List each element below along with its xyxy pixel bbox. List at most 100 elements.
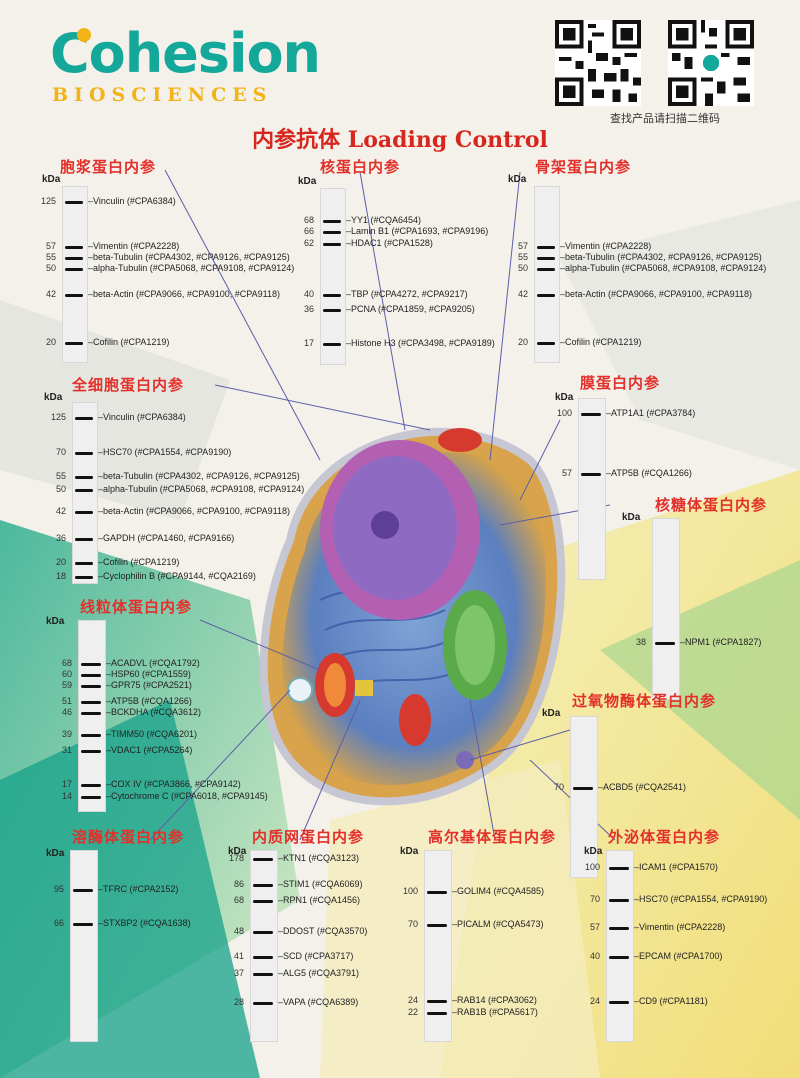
band-label: –PCNA (#CPA1859, #CPA9205) [346,304,475,314]
band-label: –NPM1 (#CPA1827) [680,637,762,647]
blot-strip [424,850,452,1042]
band-label: –HSC70 (#CPA1554, #CPA9190) [98,447,232,457]
molecular-weight: 40 [303,289,314,299]
blot-band [65,268,83,271]
blot-band [253,956,273,959]
blot-band [253,884,273,887]
blot-strip [652,518,680,700]
kda-label: kDa [555,392,574,403]
blot-band [609,956,629,959]
band-label: –Cofilin (#CPA1219) [98,557,180,567]
band-label: –Cyclophilin B (#CPA9144, #CQA2169) [98,571,256,581]
molecular-weight: 60 [61,669,72,679]
blot-band [73,889,93,892]
molecular-weight: 50 [45,263,56,273]
blot-band [81,701,101,704]
molecular-weight: 55 [517,252,528,262]
molecular-weight: 17 [303,338,314,348]
molecular-weight: 41 [233,951,244,961]
blot-band [609,1001,629,1004]
band-label: –STXBP2 (#CQA1638) [98,918,191,928]
blot-band [253,1002,273,1005]
molecular-weight: 31 [61,745,72,755]
molecular-weight: 125 [40,196,56,206]
panel-title: 外泌体蛋白内参 [608,828,721,846]
qr-code-icon[interactable] [555,20,641,106]
blot-band [81,712,101,715]
brand-tagline: BIOSCIENCES [52,84,273,106]
band-label: –DDOST (#CQA3570) [278,926,368,936]
kda-label: kDa [228,846,247,857]
blot-band [75,489,93,492]
molecular-weight: 70 [407,919,418,929]
molecular-weight: 28 [233,997,244,1007]
blot-band [65,294,83,297]
band-label: –PICALM (#CQA5473) [452,919,544,929]
blot-band [253,900,273,903]
molecular-weight: 66 [303,226,314,236]
qr-code-icon[interactable] [668,20,754,106]
band-label: –SCD (#CPA3717) [278,951,354,961]
blot-strip [606,850,634,1042]
molecular-weight: 24 [589,996,600,1006]
band-label: –Lamin B1 (#CPA1693, #CPA9196) [346,226,489,236]
band-label: –ICAM1 (#CPA1570) [634,862,718,872]
band-label: –HSC70 (#CPA1554, #CPA9190) [634,894,768,904]
blot-band [581,413,601,416]
band-label: –Vinculin (#CPA6384) [88,196,176,206]
band-label: –beta-Actin (#CPA9066, #CPA9100, #CPA911… [88,289,280,299]
band-label: –ATP5B (#CQA1266) [106,696,192,706]
band-label: –RAB14 (#CPA3062) [452,995,537,1005]
molecular-weight: 95 [53,884,64,894]
molecular-weight: 36 [303,304,314,314]
blot-band [427,1000,447,1003]
band-label: –Cytochrome C (#CPA6018, #CPA9145) [106,791,268,801]
blot-band [65,342,83,345]
panel-title: 高尔基体蛋白内参 [428,828,557,846]
molecular-weight: 57 [589,922,600,932]
molecular-weight: 37 [233,968,244,978]
band-label: –beta-Tubulin (#CPA4302, #CPA9126, #CPA9… [560,252,762,262]
molecular-weight: 46 [61,707,72,717]
band-label: –alpha-Tubulin (#CPA5068, #CPA9108, #CPA… [88,263,295,273]
molecular-weight: 18 [55,571,66,581]
molecular-weight: 42 [55,506,66,516]
panel-title: 骨架蛋白内参 [535,158,632,176]
band-label: –ACADVL (#CQA1792) [106,658,200,668]
blot-band [537,268,555,271]
blot-band [609,867,629,870]
molecular-weight: 51 [61,696,72,706]
band-label: –Vimentin (#CPA2228) [560,241,652,251]
panel-title: 胞浆蛋白内参 [60,158,157,176]
blot-band [609,899,629,902]
page-title: 内参抗体 Loading Control [252,127,548,153]
blot-band [609,927,629,930]
molecular-weight: 42 [517,289,528,299]
band-label: –alpha-Tubulin (#CPA5068, #CPA9108, #CPA… [98,484,305,494]
molecular-weight: 100 [584,862,600,872]
band-label: –YY1 (#CQA6454) [346,215,422,225]
kda-label: kDa [508,174,527,185]
blot-strip [62,186,88,363]
molecular-weight: 20 [55,557,66,567]
molecular-weight: 68 [61,658,72,668]
molecular-weight: 50 [55,484,66,494]
molecular-weight: 38 [635,637,646,647]
band-label: –ATP5B (#CQA1266) [606,468,692,478]
blot-strip [250,850,278,1042]
molecular-weight: 66 [53,918,64,928]
molecular-weight: 57 [561,468,572,478]
blot-band [81,685,101,688]
molecular-weight: 50 [517,263,528,273]
molecular-weight: 57 [45,241,56,251]
panel-title: 线粒体蛋白内参 [80,598,193,616]
band-label: –GAPDH (#CPA1460, #CPA9166) [98,533,235,543]
panel-title: 膜蛋白内参 [580,374,661,392]
band-label: –HDAC1 (#CPA1528) [346,238,433,248]
molecular-weight: 42 [45,289,56,299]
band-label: –beta-Actin (#CPA9066, #CPA9100, #CPA911… [98,506,290,516]
blot-strip [320,188,346,365]
molecular-weight: 125 [50,412,66,422]
panel-title: 过氧物酶体蛋白内参 [572,692,717,710]
molecular-weight: 17 [61,779,72,789]
